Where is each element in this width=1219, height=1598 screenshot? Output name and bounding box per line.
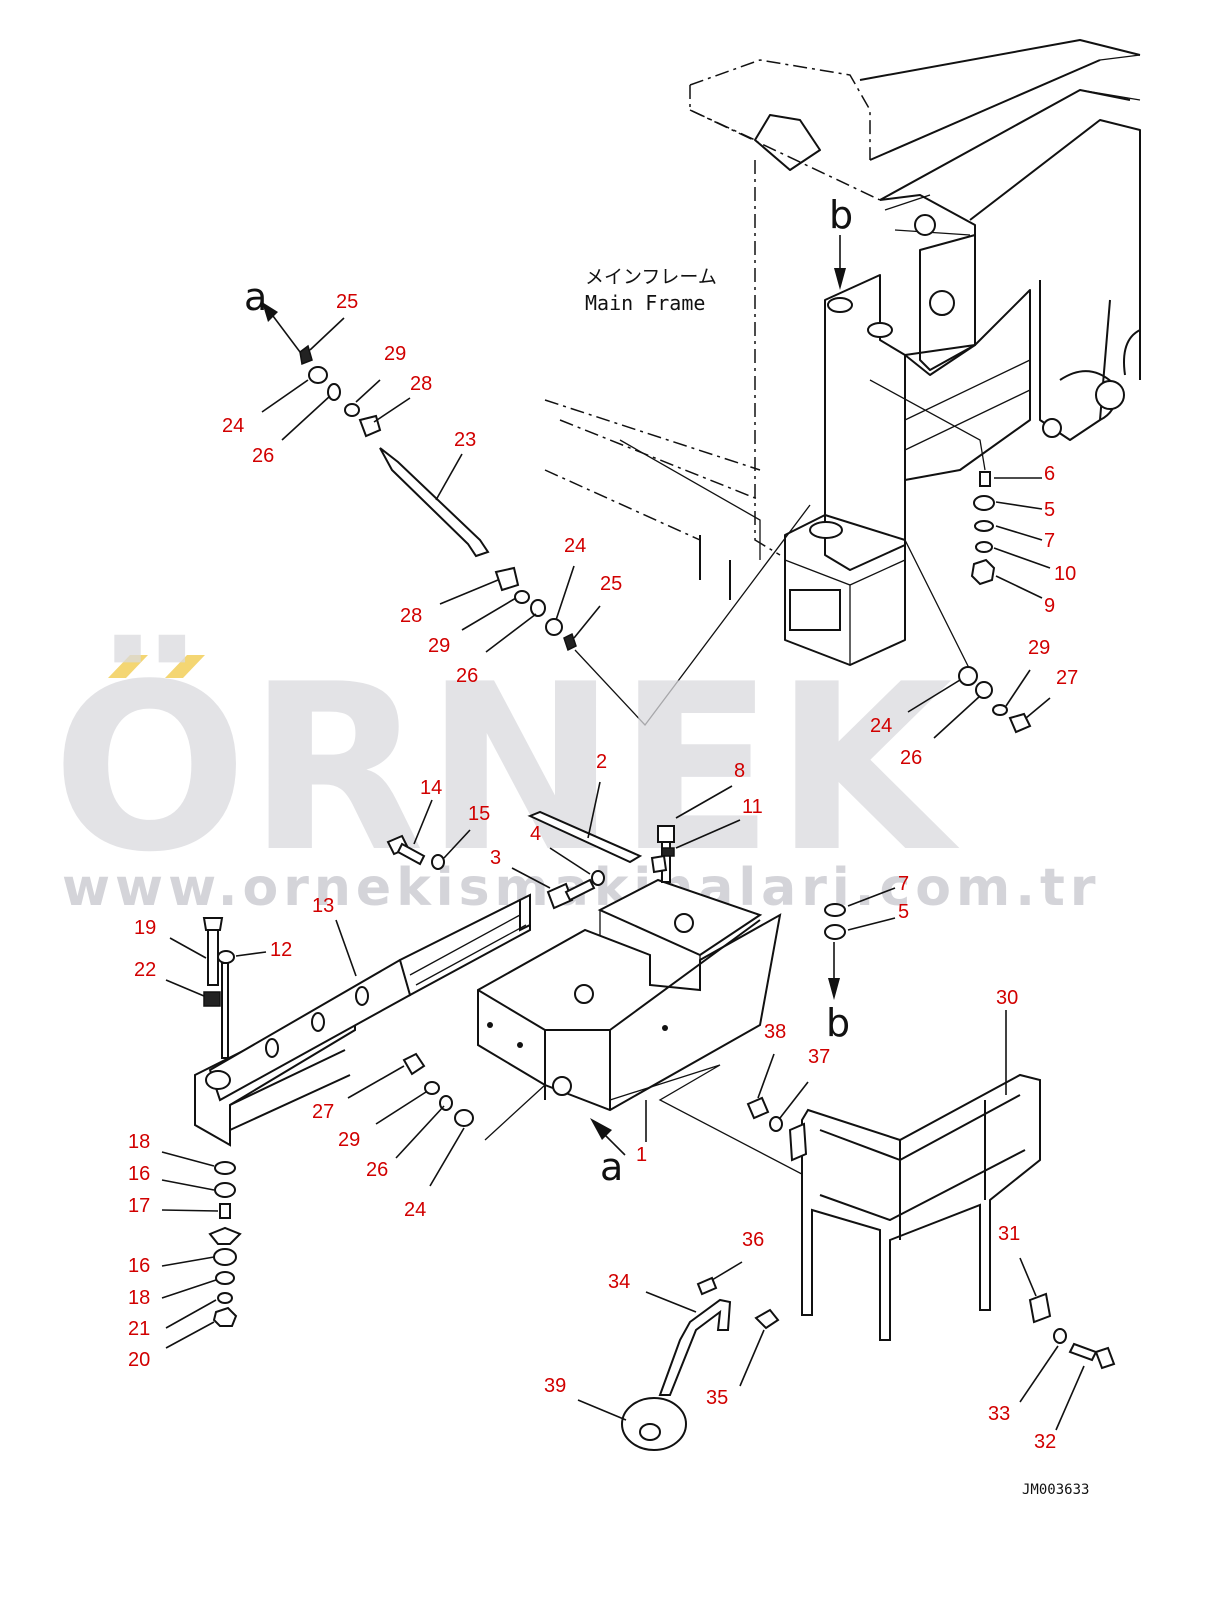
callout-24-bottom: 24 [404,1199,426,1221]
callout-15: 15 [468,803,490,825]
view-marker-a-top: a [244,275,301,353]
callout-26-top: 26 [252,445,274,467]
callout-20: 20 [128,1349,150,1371]
callout-32: 32 [1034,1431,1056,1453]
strap-and-bolts [527,810,846,940]
view-marker-a-bottom: a [590,1118,626,1189]
handrail [788,1073,1041,1341]
callout-5-top: 5 [1044,499,1055,521]
watermark-dot-1 [108,655,148,678]
lower-stack [208,1161,242,1327]
callout-16-top: 16 [128,1163,150,1185]
callout-8: 8 [734,760,745,782]
callout-12: 12 [270,939,292,961]
callout-2: 2 [596,751,607,773]
callout-30: 30 [996,987,1018,1009]
callout-22: 22 [134,959,156,981]
handrail-fasteners [746,1096,1116,1370]
callout-17: 17 [128,1195,150,1217]
right-joint-stack [958,666,1032,734]
callout-19: 19 [134,917,156,939]
callout-7-bottom: 7 [898,873,909,895]
callout-23: 23 [454,429,476,451]
callout-14: 14 [420,777,442,799]
callout-29-mid: 29 [428,635,450,657]
view-letter-a-2: a [600,1145,623,1189]
callout-24-right: 24 [870,715,892,737]
callout-31: 31 [998,1223,1020,1245]
watermark: ÖRNEK www.ornekismakinalari.com.tr [52,634,1095,918]
watermark-dot-2 [165,655,205,678]
watermark-brand: ÖRNEK [52,634,960,903]
callout-26-bottom: 26 [366,1159,388,1181]
callout-38: 38 [764,1021,786,1043]
callout-3: 3 [490,847,501,869]
callout-24-top: 24 [222,415,244,437]
callout-24-mid: 24 [564,535,586,557]
callout-29-bottom: 29 [338,1129,360,1151]
view-letter-b-2: b [826,1001,850,1045]
callout-29-top: 29 [384,343,406,365]
callout-35: 35 [706,1387,728,1409]
callout-25-mid: 25 [600,573,622,595]
callout-4: 4 [530,823,541,845]
callout-36: 36 [742,1229,764,1251]
callout-10: 10 [1054,563,1076,585]
main-frame-label: メインフレーム Main Frame [585,266,717,315]
callout-11: 11 [742,796,763,818]
callout-28-mid: 28 [400,605,422,627]
callout-6: 6 [1044,463,1055,485]
view-letter-b: b [829,193,853,237]
callout-37: 37 [808,1046,830,1068]
callout-1: 1 [636,1144,647,1166]
turnbuckle-assembly [299,344,577,652]
adjustable-beam [194,893,531,1147]
main-frame-drawing [544,39,1141,727]
callout-5-bottom: 5 [898,901,909,923]
main-frame-label-jp: メインフレーム [585,266,717,288]
main-frame-label-en: Main Frame [585,291,705,315]
callout-16-bottom: 16 [128,1255,150,1277]
view-marker-b-top: b [829,193,853,290]
callout-27-right: 27 [1056,667,1078,689]
callout-34: 34 [608,1271,630,1293]
callout-25-top: 25 [336,291,358,313]
callout-21: 21 [128,1318,150,1340]
callout-18-bottom: 18 [128,1287,150,1309]
view-letter-a: a [244,275,267,319]
callout-26-right: 26 [900,747,922,769]
callout-18-top: 18 [128,1131,150,1153]
view-marker-b-bottom: b [826,942,850,1045]
right-bolt-stack [970,471,996,586]
callout-29-right: 29 [1028,637,1050,659]
callout-33: 33 [988,1403,1010,1425]
callout-39: 39 [544,1375,566,1397]
beam-fasteners [202,834,445,1059]
mid-joint-stack [402,1052,474,1127]
drawing-code: JM003633 [1022,1482,1089,1498]
callouts: 1 2 3 4 5 5 6 7 7 8 9 10 11 [128,291,1085,1453]
callout-28-top: 28 [410,373,432,395]
callout-9: 9 [1044,595,1055,617]
flag-rod-assembly [621,1276,780,1451]
callout-27-bottom: 27 [312,1101,334,1123]
callout-26-mid: 26 [456,665,478,687]
callout-7-top: 7 [1044,530,1055,552]
step-box-tray [477,878,891,1221]
callout-13: 13 [312,895,334,917]
